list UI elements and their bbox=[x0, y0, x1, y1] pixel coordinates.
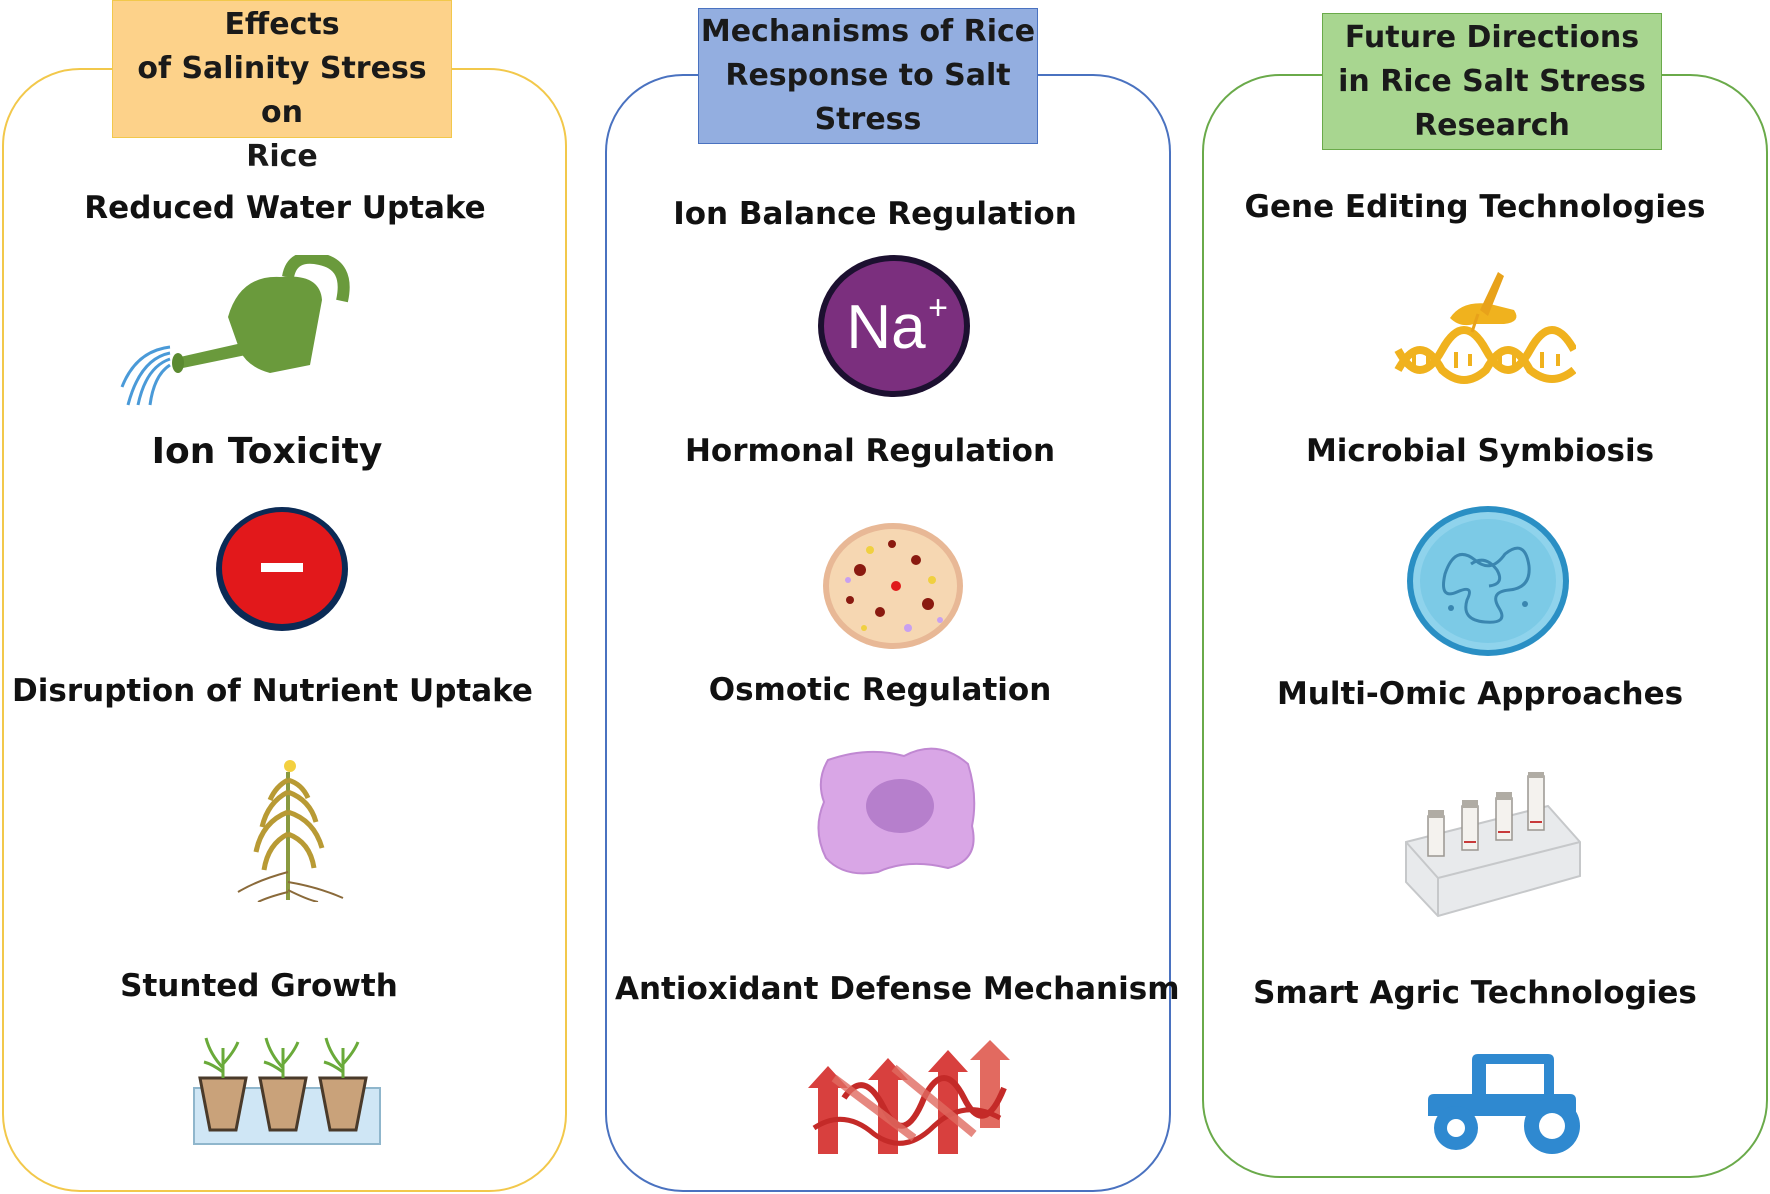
reduced-water-uptake-label: Reduced Water Uptake bbox=[84, 190, 486, 226]
protein-structure-icon bbox=[804, 1038, 1010, 1164]
microbial-symbiosis-label: Microbial Symbiosis bbox=[1305, 433, 1655, 469]
disruption-nutrient-uptake-label: Disruption of Nutrient Uptake bbox=[12, 673, 533, 709]
osmotic-regulation-label: Osmotic Regulation bbox=[708, 672, 1052, 708]
wilted-plant-icon bbox=[218, 752, 358, 906]
rice-response-mechanisms-title: Mechanisms of Rice Response to Salt Stre… bbox=[700, 14, 1036, 137]
ion-toxicity-label: Ion Toxicity bbox=[151, 431, 383, 472]
hormonal-regulation-label: Hormonal Regulation bbox=[684, 433, 1056, 469]
sodium-ion-icon: Na + bbox=[816, 253, 972, 403]
gene-editing-label: Gene Editing Technologies bbox=[1244, 189, 1706, 225]
future-directions-header: Future Directions in Rice Salt Stress Re… bbox=[1322, 13, 1662, 150]
sodium-ion-charge: + bbox=[928, 289, 948, 327]
petri-dish-icon bbox=[1405, 504, 1571, 662]
hormone-cell-icon bbox=[820, 520, 966, 656]
physiological-effects-header: Physiological Effects of Salinity Stress… bbox=[112, 0, 452, 174]
tractor-icon bbox=[1420, 1046, 1592, 1160]
sodium-ion-symbol: Na bbox=[846, 293, 926, 362]
multi-omic-label: Multi-Omic Approaches bbox=[1276, 676, 1684, 712]
rice-response-mechanisms-header: Mechanisms of Rice Response to Salt Stre… bbox=[698, 8, 1038, 144]
ion-balance-regulation-label: Ion Balance Regulation bbox=[673, 196, 1077, 232]
watering-can-icon bbox=[120, 251, 370, 419]
sample-tubes-icon bbox=[1398, 772, 1584, 922]
minus-ion-icon bbox=[212, 505, 352, 637]
cell-icon bbox=[808, 740, 984, 884]
future-directions-title: Future Directions in Rice Salt Stress Re… bbox=[1338, 19, 1646, 143]
antioxidant-defense-label: Antioxidant Defense Mechanism bbox=[615, 971, 1180, 1007]
physiological-effects-title: Physiological Effects of Salinity Stress… bbox=[137, 7, 427, 174]
seedlings-in-pots-icon bbox=[190, 1034, 390, 1150]
smart-agric-label: Smart Agric Technologies bbox=[1253, 975, 1697, 1011]
dna-editing-icon bbox=[1394, 270, 1578, 396]
stunted-growth-label: Stunted Growth bbox=[120, 968, 398, 1004]
